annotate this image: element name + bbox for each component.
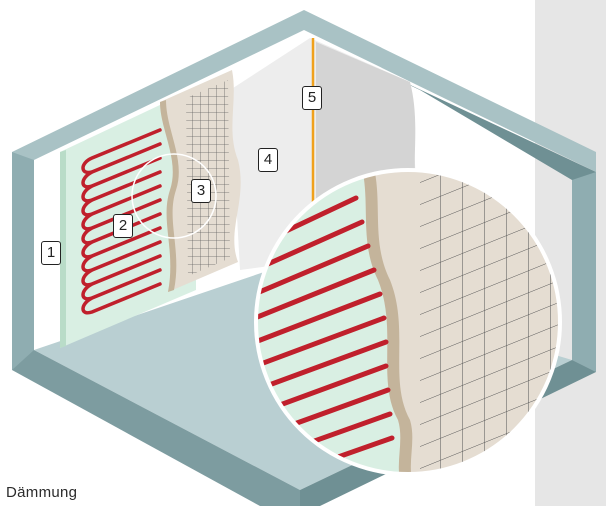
heating-cable-loop bbox=[81, 128, 162, 315]
detail-marker-circle bbox=[131, 153, 217, 239]
zoom-circle-border bbox=[254, 168, 562, 476]
label-5: 5 bbox=[302, 86, 322, 110]
label-3: 3 bbox=[191, 179, 211, 203]
right-wall-edge bbox=[572, 172, 596, 372]
label-4: 4 bbox=[258, 148, 278, 172]
left-wall-edge bbox=[12, 152, 34, 370]
caption-insulation: Dämmung bbox=[6, 484, 78, 501]
insulation-board-edge bbox=[60, 150, 66, 348]
room-outer-top-rim bbox=[12, 10, 596, 370]
reinforcement-mesh-small bbox=[186, 80, 230, 276]
floor-front-edge bbox=[12, 350, 300, 506]
label-2: 2 bbox=[113, 214, 133, 238]
plaster-layer-edge bbox=[160, 100, 179, 292]
ceiling-edge-highlight bbox=[233, 35, 311, 73]
label-1: 1 bbox=[41, 241, 61, 265]
